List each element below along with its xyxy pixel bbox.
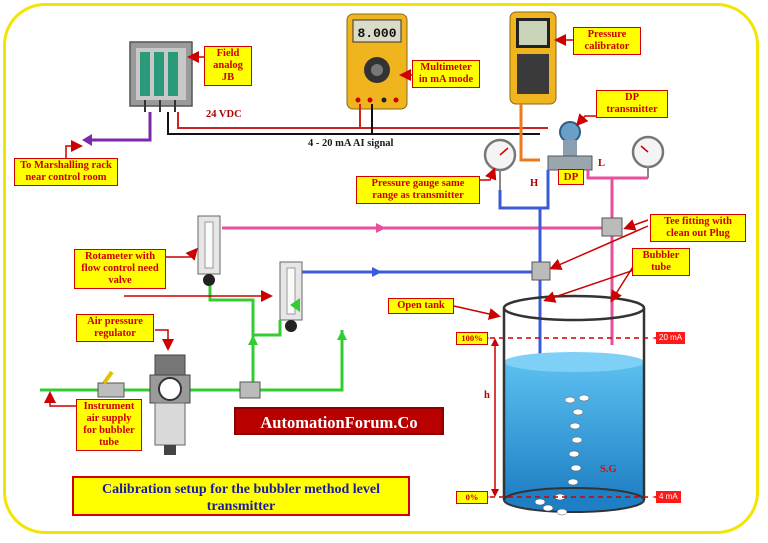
- air-supply-line: [186, 330, 344, 392]
- open-tank-icon: [502, 294, 646, 513]
- label-rotameter: Rotameter with flow control need valve: [74, 249, 166, 289]
- junction-box-icon: [129, 41, 193, 112]
- pressure-calibrator-icon: [509, 11, 557, 105]
- pressure-gauge-icon: [631, 135, 665, 178]
- ball-valve-icon: [97, 370, 125, 398]
- tee-fitting-icon: [531, 217, 623, 281]
- marshalling-cable: [92, 112, 152, 142]
- label-pressure-calibrator: Pressure calibrator: [573, 27, 641, 55]
- signal-4ma-tag: 4 mA: [656, 491, 681, 503]
- label-instrument-air: Instrument air supply for bubbler tube: [76, 399, 142, 451]
- air-regulator-icon: [149, 354, 191, 455]
- rounded-border-frame: [3, 3, 759, 534]
- label-dp-transmitter: DP transmitter: [596, 90, 668, 118]
- level-100-tag: 100%: [456, 332, 488, 345]
- multimeter-display-value: 8.000: [357, 26, 396, 41]
- specific-gravity-label: S.G: [600, 464, 617, 475]
- high-side-line: [498, 170, 550, 210]
- diagram-title: Calibration setup for the bubbler method…: [72, 476, 410, 516]
- label-multimeter: Multimeter in mA mode: [412, 60, 480, 88]
- label-to-marshalling: To Marshalling rack near control room: [14, 158, 118, 186]
- height-label: h: [484, 390, 490, 401]
- label-ai-signal: 4 - 20 mA AI signal: [308, 138, 394, 149]
- brand-banner: AutomationForum.Co: [234, 407, 444, 435]
- label-air-regulator: Air pressure regulator: [76, 314, 154, 342]
- low-side-line: [586, 170, 648, 180]
- label-pressure-gauge: Pressure gauge same range as transmitter: [356, 176, 480, 204]
- high-port-label: H: [530, 178, 539, 189]
- level-0-tag: 0%: [456, 491, 488, 504]
- low-port-label: L: [598, 158, 606, 169]
- air-tee-icon: [239, 381, 261, 399]
- label-tee-fitting: Tee fitting with clean out Plug: [650, 214, 746, 242]
- label-24vdc: 24 VDC: [206, 109, 242, 120]
- dp-transmitter-icon: [547, 121, 593, 171]
- label-bubbler-tube: Bubbler tube: [632, 248, 690, 276]
- signal-wire-red: [177, 112, 505, 129]
- label-field-jb: Field analog JB: [204, 46, 252, 86]
- signal-wire-black: [167, 112, 540, 135]
- pressure-gauge-icon: [483, 138, 517, 190]
- dp-tag: DP: [558, 169, 584, 185]
- label-open-tank: Open tank: [388, 298, 454, 314]
- rotameter-icon: [197, 215, 303, 332]
- signal-20ma-tag: 20 mA: [656, 332, 686, 344]
- calibrator-tubing: [519, 104, 540, 162]
- multimeter-icon: [346, 13, 408, 110]
- bubbles: [534, 394, 590, 516]
